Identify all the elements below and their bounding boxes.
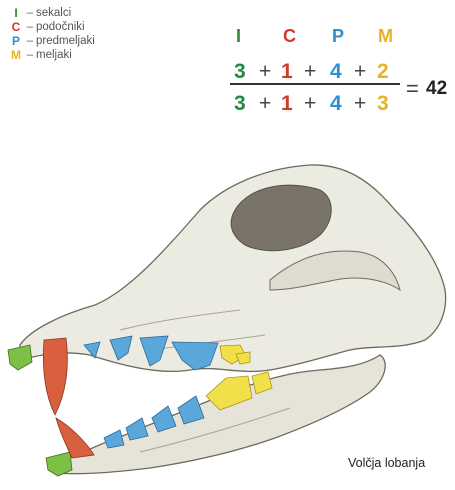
plus-sign: + [354, 92, 366, 116]
fraction-bar [230, 83, 400, 85]
lower-canine-tooth [56, 418, 94, 458]
plus-sign: + [304, 92, 316, 116]
lower-molars-count: 3 [377, 92, 389, 116]
legend-label: sekalci [36, 7, 71, 19]
legend-label: podočniki [36, 21, 85, 33]
legend-item-canines: C – podočniki [8, 20, 148, 34]
plus-sign: + [354, 60, 366, 84]
upper-incisor-tooth [8, 345, 32, 370]
legend: I – sekalci C – podočniki P – predmeljak… [8, 6, 148, 62]
upper-premolars-count: 4 [330, 60, 342, 84]
formula-header-p: P [332, 26, 344, 47]
legend-label: meljaki [36, 49, 72, 61]
wolf-skull-drawing [0, 140, 455, 485]
plus-sign: + [259, 92, 271, 116]
legend-letter: C [8, 20, 24, 34]
dental-formula: I C P M 3 + 1 + 4 + 2 3 + 1 + 4 + 3 = 42 [226, 22, 451, 127]
legend-label: predmeljaki [36, 35, 95, 47]
legend-item-premolars: P – predmeljaki [8, 34, 148, 48]
legend-item-incisors: I – sekalci [8, 6, 148, 20]
upper-canines-count: 1 [281, 60, 293, 84]
formula-header-i: I [236, 26, 241, 47]
legend-dash: – [24, 7, 36, 19]
lower-premolar-tooth [104, 430, 124, 448]
legend-dash: – [24, 49, 36, 61]
equals-sign: = [406, 76, 419, 102]
lower-premolar-tooth [126, 418, 148, 440]
legend-letter: P [8, 34, 24, 48]
upper-molars-count: 2 [377, 60, 389, 84]
lower-canines-count: 1 [281, 92, 293, 116]
formula-header-m: M [378, 26, 393, 47]
upper-incisors-count: 3 [234, 60, 246, 84]
legend-letter: I [8, 6, 24, 20]
formula-header-c: C [283, 26, 296, 47]
plus-sign: + [304, 60, 316, 84]
figure-caption: Volčja lobanja [348, 456, 425, 470]
legend-dash: – [24, 21, 36, 33]
lower-premolars-count: 4 [330, 92, 342, 116]
legend-item-molars: M – meljaki [8, 48, 148, 62]
legend-dash: – [24, 35, 36, 47]
legend-letter: M [8, 48, 24, 62]
lower-incisors-count: 3 [234, 92, 246, 116]
upper-canine-tooth [43, 338, 67, 415]
plus-sign: + [259, 60, 271, 84]
lower-jaw [50, 355, 385, 474]
total-teeth-count: 42 [426, 78, 447, 100]
wolf-skull-illustration [0, 140, 455, 485]
